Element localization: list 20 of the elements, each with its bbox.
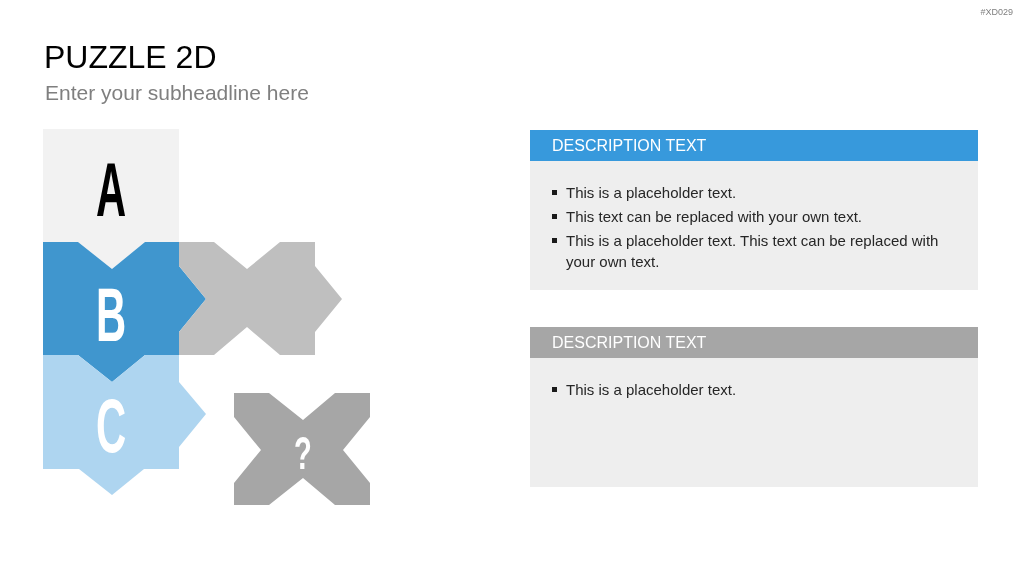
puzzle-piece xyxy=(43,355,206,495)
panel-heading: DESCRIPTION TEXT xyxy=(530,130,978,161)
piece-letter: ? xyxy=(294,428,312,476)
title: PUZZLE 2D xyxy=(44,41,217,73)
puzzle-piece xyxy=(43,129,179,269)
piece-letter: B xyxy=(95,277,127,353)
puzzle-piece xyxy=(179,242,342,355)
puzzle-piece xyxy=(234,393,370,505)
subtitle: Enter your subheadline here xyxy=(45,82,309,103)
description-panel xyxy=(530,327,978,487)
bullet-text: This is a placeholder text. xyxy=(566,183,737,203)
panel-heading: DESCRIPTION TEXT xyxy=(530,327,978,358)
bullet-text: This is a placeholder text. This text can be replaced with your own text. xyxy=(566,231,940,272)
bullet-text: This is a placeholder text. xyxy=(566,380,737,400)
piece-letter: C xyxy=(95,388,127,464)
piece-letter: A xyxy=(95,152,127,228)
description-panel xyxy=(530,130,978,290)
puzzle-piece xyxy=(43,242,206,382)
bullet-text: This text can be replaced with your own text. xyxy=(566,207,862,227)
document-code: #XD029 xyxy=(980,8,1013,17)
